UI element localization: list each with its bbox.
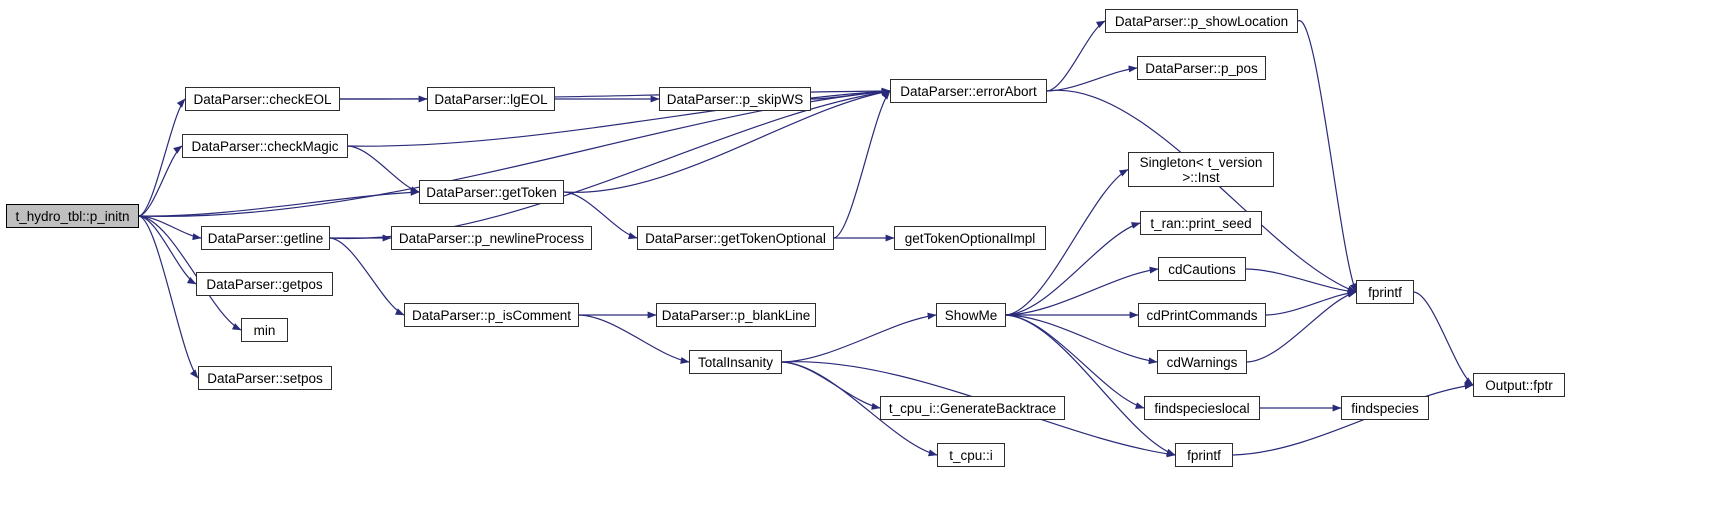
graph-edge-p_isComment-to-TotalInsanity [578, 314, 690, 364]
graph-node-errorAbort[interactable]: DataParser::errorAbort [890, 79, 1047, 103]
graph-node-Output_fptr[interactable]: Output::fptr [1473, 373, 1565, 397]
graph-edge-errorAbort-to-p_pos [1046, 65, 1138, 92]
graph-node-fprintf1[interactable]: fprintf [1356, 280, 1414, 304]
graph-edge-TotalInsanity-to-t_cpu_i [781, 361, 938, 457]
graph-node-p_showLocation[interactable]: DataParser::p_showLocation [1105, 9, 1298, 33]
graph-edge-getline-to-p_isComment [329, 237, 405, 316]
graph-edge-ShowMe-to-cdCautions [1005, 266, 1159, 316]
graph-edge-cdWarnings-to-fprintf1 [1246, 290, 1357, 363]
graph-edge-ShowMe-to-fprintf2 [1005, 314, 1176, 456]
graph-edge-getToken-to-errorAbort [563, 89, 891, 193]
graph-node-p_newlineProcess[interactable]: DataParser::p_newlineProcess [391, 226, 592, 250]
graph-edge-getTokenOptional-to-errorAbort [833, 90, 891, 239]
graph-edge-fprintf2-to-Output_fptr [1232, 382, 1474, 456]
graph-edge-checkMagic-to-getToken [347, 145, 420, 194]
graph-node-ShowMe[interactable]: ShowMe [936, 303, 1006, 327]
graph-node-getToken[interactable]: DataParser::getToken [419, 180, 564, 204]
graph-node-getpos[interactable]: DataParser::getpos [196, 272, 333, 296]
graph-node-p_initn[interactable]: t_hydro_tbl::p_initn [6, 204, 139, 228]
graph-node-cdPrintCommands[interactable]: cdPrintCommands [1138, 303, 1266, 327]
graph-node-cdCautions[interactable]: cdCautions [1158, 257, 1246, 281]
graph-edge-p_showLocation-to-fprintf1 [1297, 20, 1357, 293]
graph-node-p_pos[interactable]: DataParser::p_pos [1137, 56, 1266, 80]
graph-node-findspecieslocal[interactable]: findspecieslocal [1144, 396, 1260, 420]
graph-edge-p_initn-to-getpos [138, 215, 197, 285]
graph-edge-cdCautions-to-fprintf1 [1245, 268, 1357, 295]
graph-node-p_blankLine[interactable]: DataParser::p_blankLine [656, 303, 816, 327]
graph-node-GenerateBacktrace[interactable]: t_cpu_i::GenerateBacktrace [880, 396, 1065, 420]
graph-edge-p_initn-to-min [138, 215, 242, 331]
graph-node-min[interactable]: min [241, 318, 288, 342]
graph-node-print_seed[interactable]: t_ran::print_seed [1140, 211, 1262, 235]
graph-node-getTokenOptionalImpl[interactable]: getTokenOptionalImpl [894, 226, 1046, 250]
graph-node-cdWarnings[interactable]: cdWarnings [1157, 350, 1247, 374]
graph-edge-checkMagic-to-errorAbort [347, 88, 891, 147]
graph-node-p_skipWS[interactable]: DataParser::p_skipWS [659, 87, 811, 111]
graph-edge-cdPrintCommands-to-fprintf1 [1265, 289, 1357, 316]
graph-edge-p_initn-to-checkEOL [138, 98, 186, 217]
graph-edge-ShowMe-to-SingletonInst [1005, 168, 1129, 316]
graph-node-checkEOL[interactable]: DataParser::checkEOL [185, 87, 340, 111]
graph-edge-TotalInsanity-to-ShowMe [781, 312, 937, 363]
graph-node-fprintf2[interactable]: fprintf [1175, 443, 1233, 467]
graph-node-p_isComment[interactable]: DataParser::p_isComment [404, 303, 579, 327]
graph-node-SingletonInst[interactable]: Singleton< t_version >::Inst [1128, 152, 1274, 187]
graph-edge-ShowMe-to-cdWarnings [1005, 314, 1158, 365]
graph-node-getline[interactable]: DataParser::getline [201, 226, 330, 250]
graph-node-getTokenOptional[interactable]: DataParser::getTokenOptional [637, 226, 834, 250]
graph-node-TotalInsanity[interactable]: TotalInsanity [689, 350, 782, 374]
graph-edge-p_initn-to-getToken [138, 188, 420, 217]
graph-node-checkMagic[interactable]: DataParser::checkMagic [182, 134, 348, 158]
graph-node-findspecies[interactable]: findspecies [1341, 396, 1429, 420]
graph-edge-p_initn-to-setpos [138, 215, 199, 379]
graph-node-t_cpu_i[interactable]: t_cpu::i [937, 443, 1005, 467]
graph-node-setpos[interactable]: DataParser::setpos [198, 366, 332, 390]
graph-edge-getline-to-errorAbort [329, 88, 891, 240]
graph-edge-ShowMe-to-print_seed [1005, 222, 1141, 316]
graph-edge-fprintf1-to-Output_fptr [1413, 291, 1474, 386]
graph-edge-p_initn-to-checkMagic [138, 145, 183, 217]
graph-edge-errorAbort-to-p_showLocation [1046, 20, 1106, 92]
graph-edge-checkEOL-to-errorAbort [339, 87, 891, 100]
graph-edge-p_skipWS-to-errorAbort [810, 87, 891, 100]
graph-node-lgEOL[interactable]: DataParser::lgEOL [427, 87, 555, 111]
